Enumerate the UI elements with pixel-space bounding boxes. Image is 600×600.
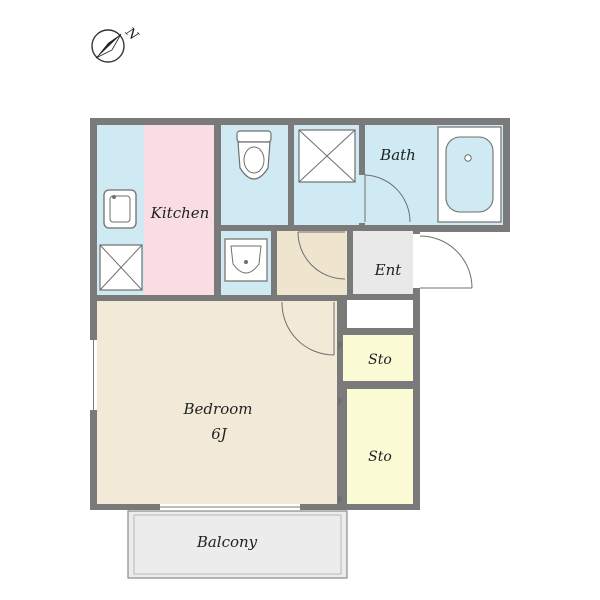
door-swing-toilet xyxy=(297,231,346,280)
storage-lower-floor xyxy=(347,389,413,504)
front-door-opening xyxy=(413,234,420,288)
bath-door-opening xyxy=(359,175,365,223)
storage-door-markers xyxy=(338,340,343,504)
refrigerator-icon xyxy=(99,244,143,291)
washbasin-icon xyxy=(224,238,268,282)
room-label-bath: Bath xyxy=(379,146,416,164)
room-label-storage-upper: Sto xyxy=(368,352,392,368)
room-size-bedroom: 6J xyxy=(211,425,228,443)
bedroom-floor xyxy=(97,301,337,504)
balcony-sliding-window xyxy=(160,504,300,510)
room-label-balcony: Balcony xyxy=(196,533,258,551)
balcony-floor xyxy=(127,510,348,579)
kitchen-floor xyxy=(144,125,214,295)
room-label-kitchen: Kitchen xyxy=(150,204,210,222)
washing-machine-icon xyxy=(298,129,356,183)
toilet-icon xyxy=(236,130,272,180)
door-swing-bedroom xyxy=(281,301,335,356)
storage-upper-floor xyxy=(343,335,413,381)
door-swing-bath xyxy=(364,174,411,223)
stove-icon xyxy=(103,189,137,229)
door-swing-front xyxy=(419,235,473,289)
shoe-cabinet xyxy=(347,300,413,328)
entrance-floor xyxy=(353,231,413,294)
north-arrow-icon: N xyxy=(91,24,142,63)
room-label-storage-lower: Sto xyxy=(368,449,392,465)
compass-north-label: N xyxy=(122,24,142,44)
room-label-bedroom: Bedroom xyxy=(183,400,253,418)
bathtub-icon xyxy=(437,126,502,223)
room-label-entrance: Ent xyxy=(374,261,403,279)
hallway-floor xyxy=(277,231,347,295)
bedroom-west-window xyxy=(90,340,97,410)
